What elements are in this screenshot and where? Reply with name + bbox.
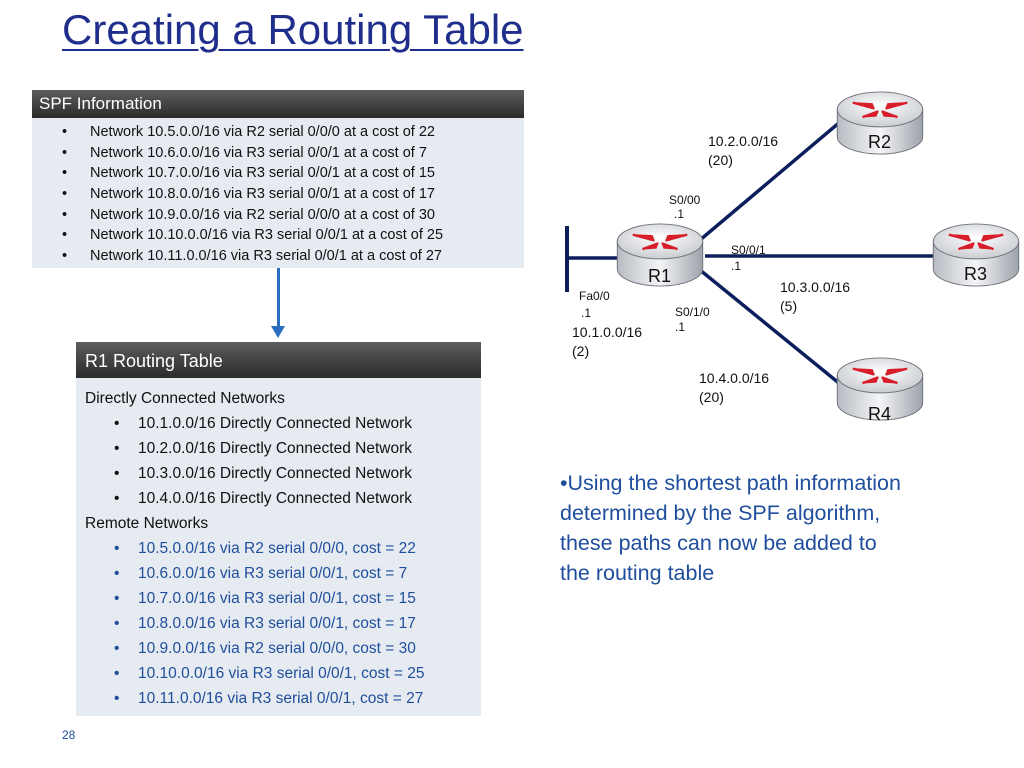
link-r3-network-label: 10.3.0.0/16 <box>780 279 851 295</box>
spf-information-panel: SPF Information Network 10.5.0.0/16 via … <box>32 90 524 268</box>
remote-network-item: 10.11.0.0/16 via R3 serial 0/0/1, cost =… <box>76 686 481 711</box>
direct-network-item: 10.2.0.0/16 Directly Connected Network <box>76 436 481 461</box>
link-r4-cost-label: (20) <box>699 389 724 405</box>
routing-table-header: R1 Routing Table <box>76 342 481 378</box>
direct-network-item: 10.1.0.0/16 Directly Connected Network <box>76 411 481 436</box>
link-r2-cost-label: (20) <box>708 152 733 168</box>
direct-networks-heading: Directly Connected Networks <box>85 390 285 407</box>
down-arrow-icon <box>271 326 285 338</box>
interface-s000-label: S0/00 <box>669 193 701 207</box>
interface-s010-label: S0/1/0 <box>675 305 710 319</box>
router-r1-label: R1 <box>648 266 672 286</box>
direct-network-item: 10.4.0.0/16 Directly Connected Network <box>76 486 481 511</box>
link-r1-r4 <box>698 268 847 390</box>
spf-item: Network 10.11.0.0/16 via R3 serial 0/0/1… <box>32 246 524 267</box>
remote-network-item: 10.8.0.0/16 via R3 serial 0/0/1, cost = … <box>76 611 481 636</box>
routing-table-panel: R1 Routing Table Directly Connected Netw… <box>76 342 481 716</box>
link-r2-network-label: 10.2.0.0/16 <box>708 133 779 149</box>
router-r2-label: R2 <box>868 132 892 152</box>
interface-s010-ip: .1 <box>675 320 686 334</box>
interface-s000-ip: .1 <box>674 207 685 221</box>
spf-item: Network 10.5.0.0/16 via R2 serial 0/0/0 … <box>32 122 524 143</box>
lan-cost-label: (2) <box>572 343 590 359</box>
page-number: 28 <box>62 728 76 742</box>
spf-list: Network 10.5.0.0/16 via R2 serial 0/0/0 … <box>32 118 524 267</box>
interface-fa00-ip: .1 <box>581 306 592 320</box>
direct-network-item: 10.3.0.0/16 Directly Connected Network <box>76 461 481 486</box>
remote-network-item: 10.9.0.0/16 via R2 serial 0/0/0, cost = … <box>76 636 481 661</box>
slide-title: Creating a Routing Table <box>62 6 524 53</box>
remote-network-item: 10.10.0.0/16 via R3 serial 0/0/1, cost =… <box>76 661 481 686</box>
spf-item: Network 10.9.0.0/16 via R2 serial 0/0/0 … <box>32 205 524 226</box>
interface-s001-ip: .1 <box>731 259 742 273</box>
link-r3-cost-label: (5) <box>780 298 798 314</box>
spf-item: Network 10.8.0.0/16 via R3 serial 0/0/1 … <box>32 184 524 205</box>
remote-network-item: 10.5.0.0/16 via R2 serial 0/0/0, cost = … <box>76 536 481 561</box>
spf-item: Network 10.7.0.0/16 via R3 serial 0/0/1 … <box>32 163 524 184</box>
lan-network-label: 10.1.0.0/16 <box>572 324 643 340</box>
remote-network-item: 10.6.0.0/16 via R3 serial 0/0/1, cost = … <box>76 561 481 586</box>
remote-networks-list: 10.5.0.0/16 via R2 serial 0/0/0, cost = … <box>76 536 481 711</box>
remote-network-item: 10.7.0.0/16 via R3 serial 0/0/1, cost = … <box>76 586 481 611</box>
router-r4-label: R4 <box>868 404 892 424</box>
spf-item: Network 10.10.0.0/16 via R3 serial 0/0/1… <box>32 225 524 246</box>
spf-item: Network 10.6.0.0/16 via R3 serial 0/0/1 … <box>32 143 524 164</box>
interface-fa00-label: Fa0/0 <box>579 289 610 303</box>
link-r1-r2 <box>698 120 842 242</box>
down-arrow-shaft <box>277 268 280 328</box>
interface-s001-label: S0/0/1 <box>731 243 766 257</box>
spf-panel-header: SPF Information <box>32 90 524 118</box>
remote-networks-heading: Remote Networks <box>85 515 209 532</box>
explanation-note: •Using the shortest path information det… <box>560 471 901 585</box>
direct-networks-list: 10.1.0.0/16 Directly Connected Network 1… <box>76 411 481 511</box>
link-r4-network-label: 10.4.0.0/16 <box>699 370 770 386</box>
router-r3-label: R3 <box>964 264 988 284</box>
